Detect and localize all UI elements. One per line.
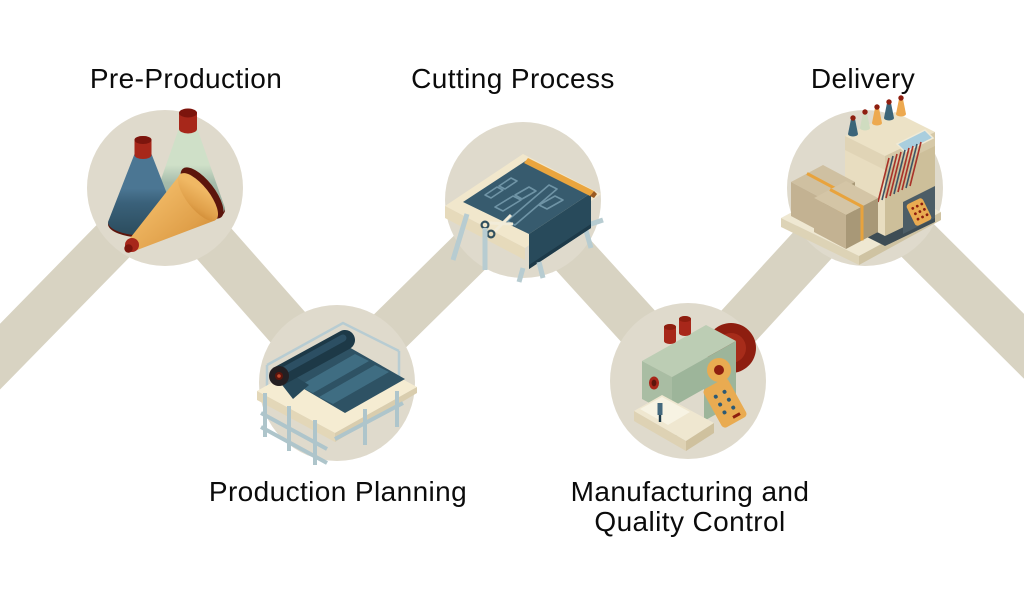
step-node-manufacturing-quality-control xyxy=(610,303,766,459)
step-label-cutting-process: Cutting Process xyxy=(411,63,615,94)
control-panel xyxy=(703,378,747,428)
packing-machine-and-boxes-icon xyxy=(781,95,941,265)
step-label-manufacturing-quality-control: Manufacturing and Quality Control xyxy=(570,476,810,537)
table-legs-left xyxy=(450,213,546,283)
fabric-roll xyxy=(269,330,355,386)
table-legs xyxy=(260,391,404,465)
ruler-bar xyxy=(524,158,597,198)
step-label-delivery: Delivery xyxy=(810,63,916,94)
thread-cones-icon xyxy=(108,108,225,253)
keypad xyxy=(906,198,932,226)
cardboard-box-front xyxy=(814,181,878,249)
orange-thread-cone xyxy=(124,167,224,253)
fabric-spreading-table-icon xyxy=(257,321,417,465)
step-node-production-planning xyxy=(257,305,417,465)
step-node-pre-production xyxy=(87,108,243,266)
embroidery-machine xyxy=(845,95,935,246)
step-node-delivery xyxy=(781,95,943,266)
cutting-table-icon xyxy=(445,154,604,283)
machine-base xyxy=(634,395,714,451)
step-label-pre-production: Pre-Production xyxy=(89,63,283,94)
hanging-threads xyxy=(877,141,922,203)
step-label-production-planning: Production Planning xyxy=(208,476,468,507)
sewing-machine-icon xyxy=(634,316,756,451)
thread-spools xyxy=(664,316,691,344)
side-hole xyxy=(649,376,659,390)
dial xyxy=(707,358,731,382)
step-node-cutting-process xyxy=(445,122,604,283)
mini-thread-spools xyxy=(848,95,906,137)
